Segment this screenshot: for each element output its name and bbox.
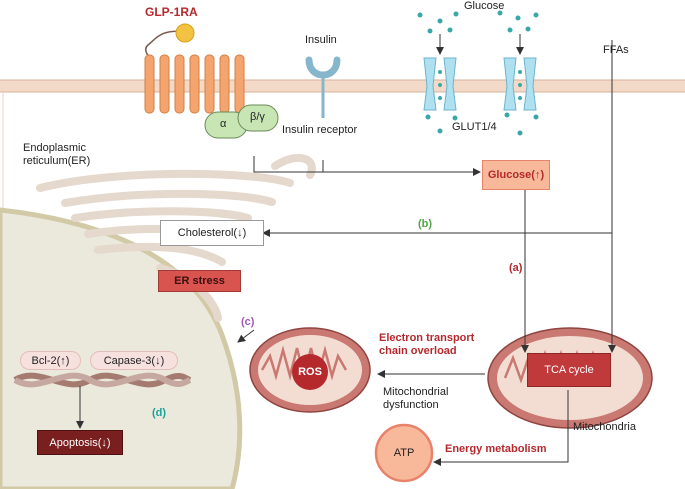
- tca-box: TCA cycle: [527, 353, 611, 387]
- beta-gamma-label: β/γ: [250, 111, 265, 123]
- mitochondria-label: Mitochondria: [573, 421, 636, 433]
- glp1ra-ligand: [175, 23, 195, 43]
- atp-label: ATP: [393, 447, 415, 459]
- insulin-label: Insulin: [305, 34, 337, 46]
- glucose-box: Glucose(↑): [482, 160, 550, 190]
- ros-organelle: [249, 327, 371, 413]
- g-protein: [204, 104, 279, 139]
- mito-dysfunction-label: Mitochondrial dysfunction: [383, 386, 449, 411]
- glucose-top-label: Glucose: [464, 0, 505, 12]
- dna-helix: [13, 372, 192, 388]
- glp1-receptor: [144, 23, 245, 114]
- caspase-box: Capase-3(↓): [90, 351, 178, 370]
- glp1ra-label: GLP-1RA: [145, 5, 198, 19]
- glut-channel-2: [503, 57, 537, 111]
- atp-circle: [374, 423, 434, 483]
- energy-metabolism-label: Energy metabolism: [445, 443, 547, 455]
- electron-transport-label: Electron transport chain overload: [379, 332, 475, 357]
- tag-a: (a): [509, 262, 523, 274]
- tag-c: (c): [241, 316, 255, 328]
- insulin-receptor: [305, 56, 341, 118]
- er-label: Endoplasmic reticulum(ER): [23, 142, 91, 167]
- tag-d: (d): [152, 407, 167, 419]
- ros-label: ROS: [298, 366, 322, 378]
- insulin-receptor-label: Insulin receptor: [282, 124, 358, 136]
- apoptosis-box: Apoptosis(↓): [37, 430, 123, 455]
- ffas-label: FFAs: [603, 44, 629, 56]
- pathway-arrows: [76, 40, 616, 466]
- cholesterol-box: Cholesterol(↓): [160, 220, 264, 246]
- glut-channel-1: [423, 57, 457, 111]
- bcl2-box: Bcl-2(↑): [20, 351, 81, 370]
- tag-b: (b): [418, 218, 433, 230]
- glut-label: GLUT1/4: [452, 121, 497, 133]
- er-stress-box: ER stress: [158, 270, 241, 292]
- alpha-label: α: [220, 118, 227, 130]
- glucose-molecules: [417, 10, 539, 136]
